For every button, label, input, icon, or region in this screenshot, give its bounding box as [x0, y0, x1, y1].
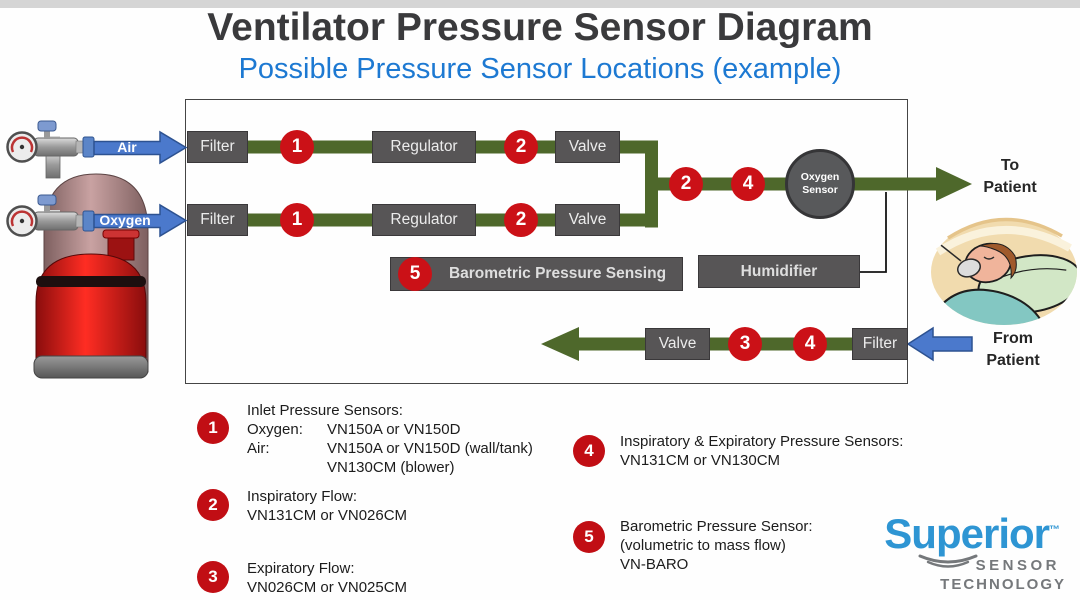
legend-item-inlet: Inlet Pressure Sensors: Oxygen: VN150A or… [247, 401, 533, 477]
patient-illustration [931, 217, 1077, 325]
marker-mixed-flow: 2 [669, 167, 703, 201]
legend-item-inspiratory: Inspiratory Flow: VN131CM or VN026CM [247, 487, 407, 525]
to-patient-line1: To [1000, 157, 1020, 174]
legend-expiratory-title: Expiratory Flow: [247, 560, 355, 577]
legend-inlet-air-models: VN150A or VN150D (wall/tank) [327, 440, 533, 457]
to-patient-line2: Patient [983, 179, 1037, 196]
gas-tanks-illustration [6, 120, 149, 379]
marker-expiratory-pressure: 4 [793, 327, 827, 361]
to-patient-arrowhead [936, 167, 972, 201]
air-regulator-gauge [6, 120, 95, 163]
marker-oxygen-inlet: 1 [280, 203, 314, 237]
legend-insp-exp-title: Inspiratory & Expiratory Pressure Sensor… [620, 433, 904, 450]
oxygen-sensor-line2: Sensor [802, 184, 838, 196]
gas-source-arrows [93, 130, 973, 362]
regulator-oxygen-box: Regulator [372, 204, 476, 236]
legend-inlet-oxygen-models: VN150A or VN150D [327, 421, 461, 438]
marker-barometric: 5 [398, 257, 432, 291]
logo-trademark: ™ [1049, 524, 1060, 536]
legend-marker-2: 2 [197, 489, 229, 521]
legend-inlet-title: Inlet Pressure Sensors: [247, 402, 403, 419]
legend-barometric-sub: (volumetric to mass flow) [620, 537, 786, 554]
oxygen-regulator-gauge [6, 194, 95, 237]
legend-expiratory-models: VN026CM or VN025CM [247, 579, 408, 596]
regulator-air-box: Regulator [372, 131, 476, 163]
legend-marker-3: 3 [197, 561, 229, 593]
logo-brand-text: Superior [884, 510, 1050, 557]
logo-brand: Superior™ [858, 508, 1070, 556]
legend-item-expiratory: Expiratory Flow: VN026CM or VN025CM [247, 559, 407, 597]
from-patient-label: From Patient [978, 328, 1048, 372]
top-gray-strip [0, 0, 1080, 8]
oxygen-arrow [93, 203, 188, 238]
marker-air-inlet: 1 [280, 130, 314, 164]
logo-line-technology: TECHNOLOGY [940, 576, 1066, 593]
filter-air-box: Filter [187, 131, 248, 163]
filter-expiratory-box: Filter [852, 328, 908, 360]
legend-marker-5: 5 [573, 521, 605, 553]
oxygen-arrow-label: Oxygen [99, 212, 151, 228]
legend-marker-4: 4 [573, 435, 605, 467]
oxygen-sensor-line1: Oxygen [800, 171, 840, 183]
superior-sensor-logo: Superior™ SENSOR TECHNOLOGY [858, 508, 1070, 594]
logo-line-sensor: SENSOR [975, 557, 1060, 574]
marker-oxygen-post-regulator: 2 [504, 203, 538, 237]
legend-item-insp-exp-pressure: Inspiratory & Expiratory Pressure Sensor… [620, 432, 903, 470]
marker-mixed-pressure: 4 [731, 167, 765, 201]
legend-inspiratory-models: VN131CM or VN026CM [247, 507, 408, 524]
legend-inlet-oxygen-label: Oxygen: [247, 421, 303, 438]
barometric-box: Barometric Pressure Sensing [390, 257, 683, 291]
marker-air-post-regulator: 2 [504, 130, 538, 164]
legend-barometric-model: VN-BARO [620, 556, 689, 573]
oxygen-sensor-node: Oxygen Sensor [785, 149, 855, 219]
legend-inspiratory-title: Inspiratory Flow: [247, 488, 358, 505]
marker-expiratory-flow: 3 [728, 327, 762, 361]
diagram-frame [185, 99, 908, 384]
filter-oxygen-box: Filter [187, 204, 248, 236]
logo-swoosh [918, 554, 978, 568]
humidifier-box: Humidifier [698, 255, 860, 288]
humidifier-connector-line [860, 192, 887, 273]
valve-expiratory-box: Valve [645, 328, 710, 360]
legend-inlet-blower-model: VN130CM (blower) [327, 459, 455, 476]
valve-air-box: Valve [555, 131, 620, 163]
air-arrow [93, 130, 188, 165]
air-arrow-label: Air [117, 139, 137, 155]
from-patient-arrow [906, 326, 973, 362]
from-patient-line2: Patient [986, 352, 1040, 369]
from-patient-line1: From [993, 330, 1033, 347]
legend-insp-exp-models: VN131CM or VN130CM [620, 452, 781, 469]
legend-barometric-title: Barometric Pressure Sensor: [620, 518, 813, 535]
legend-item-barometric: Barometric Pressure Sensor: (volumetric … [620, 517, 813, 574]
valve-oxygen-box: Valve [555, 204, 620, 236]
expiratory-arrowhead [541, 327, 579, 361]
legend-inlet-air-label: Air: [247, 440, 270, 457]
page-subtitle: Possible Pressure Sensor Locations (exam… [238, 53, 842, 85]
to-patient-label: To Patient [975, 155, 1045, 199]
legend-marker-1: 1 [197, 412, 229, 444]
page-title: Ventilator Pressure Sensor Diagram [207, 6, 873, 49]
